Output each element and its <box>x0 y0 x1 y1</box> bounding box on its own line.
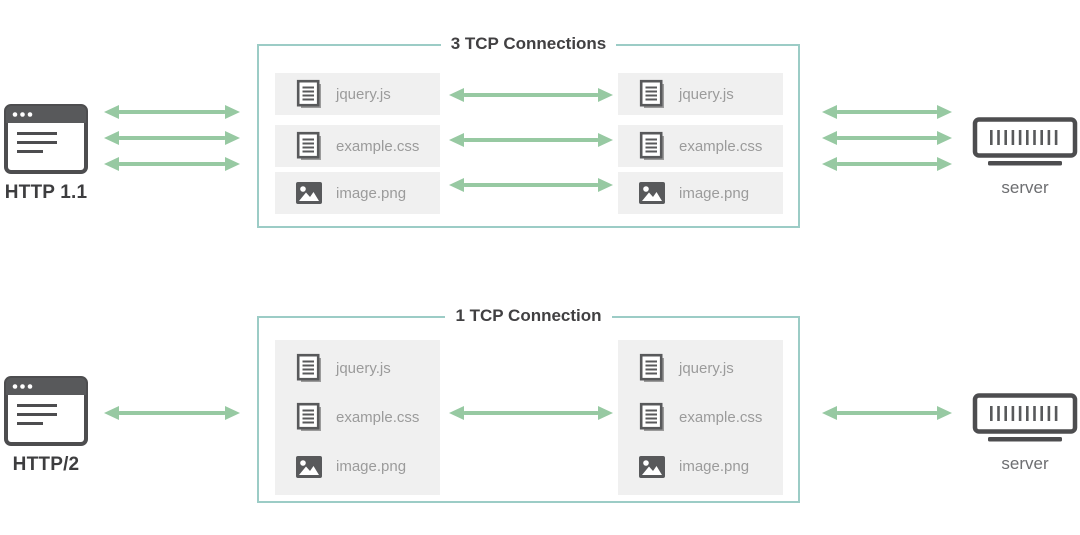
file-name: jquery.js <box>336 85 391 103</box>
server: server <box>970 117 1080 198</box>
file-item: jquery.js <box>618 73 783 115</box>
box-title: 1 TCP Connection <box>445 306 612 326</box>
browser-icon <box>4 104 88 174</box>
file-name: example.css <box>336 137 420 155</box>
file-item: jquery.js <box>275 347 440 389</box>
client-connection-arrow <box>104 406 240 420</box>
file-item: image.png <box>275 172 440 214</box>
file-name: jquery.js <box>679 359 734 377</box>
server: server <box>970 393 1080 474</box>
stream-arrow <box>449 406 613 420</box>
client-connection-arrow <box>104 131 240 145</box>
stream-arrow <box>449 178 613 192</box>
server-connection-arrow <box>822 406 952 420</box>
image-icon <box>638 181 666 205</box>
tcp-connections-box: 1 TCP Connection jquery.js <box>257 306 800 503</box>
stream-arrow <box>449 88 613 102</box>
file-name: image.png <box>679 458 750 476</box>
image-icon <box>638 455 666 479</box>
file-name: jquery.js <box>679 85 734 103</box>
document-icon <box>295 79 323 110</box>
file-name: example.css <box>336 409 420 426</box>
file-name: image.png <box>679 184 750 202</box>
server-icon <box>972 117 1078 171</box>
document-icon <box>295 131 323 162</box>
server-label: server <box>1001 454 1049 473</box>
file-name: jquery.js <box>336 359 391 377</box>
file-panel: jquery.js example.css <box>275 340 440 495</box>
section-http11: HTTP 1.1 3 TCP Connections jque <box>0 28 1080 268</box>
document-icon <box>295 402 323 433</box>
server-label: server <box>1001 178 1049 197</box>
image-icon <box>295 455 323 479</box>
file-item: image.png <box>618 446 783 488</box>
section-http2: HTTP/2 1 TCP Connection <box>0 300 1080 535</box>
file-name: image.png <box>336 184 407 202</box>
document-icon <box>295 353 323 384</box>
box-title: 3 TCP Connections <box>440 34 617 54</box>
file-item: jquery.js <box>275 73 440 115</box>
server-icon <box>972 393 1078 447</box>
document-icon <box>638 402 666 433</box>
file-item: example.css <box>618 125 783 167</box>
file-item: example.css <box>618 397 783 439</box>
file-panel: jquery.js example.css <box>618 340 783 495</box>
file-item: jquery.js <box>618 347 783 389</box>
server-connection-arrow <box>822 157 952 171</box>
client-connection-arrow <box>104 157 240 171</box>
stream-arrow <box>449 133 613 147</box>
file-item: example.css <box>275 397 440 439</box>
file-name: example.css <box>679 409 763 426</box>
file-name: example.css <box>679 137 763 155</box>
file-item: example.css <box>275 125 440 167</box>
document-icon <box>638 131 666 162</box>
file-item: image.png <box>618 172 783 214</box>
server-connection-arrow <box>822 131 952 145</box>
file-name: image.png <box>336 458 407 476</box>
client-label: HTTP/2 <box>12 454 80 475</box>
client-label: HTTP 1.1 <box>4 182 88 203</box>
client-connection-arrow <box>104 105 240 119</box>
server-connection-arrow <box>822 105 952 119</box>
document-icon <box>638 353 666 384</box>
browser-icon <box>4 376 88 446</box>
file-item: image.png <box>275 446 440 488</box>
tcp-connections-box: 3 TCP Connections jquery.js <box>257 34 800 228</box>
document-icon <box>638 79 666 110</box>
image-icon <box>295 181 323 205</box>
